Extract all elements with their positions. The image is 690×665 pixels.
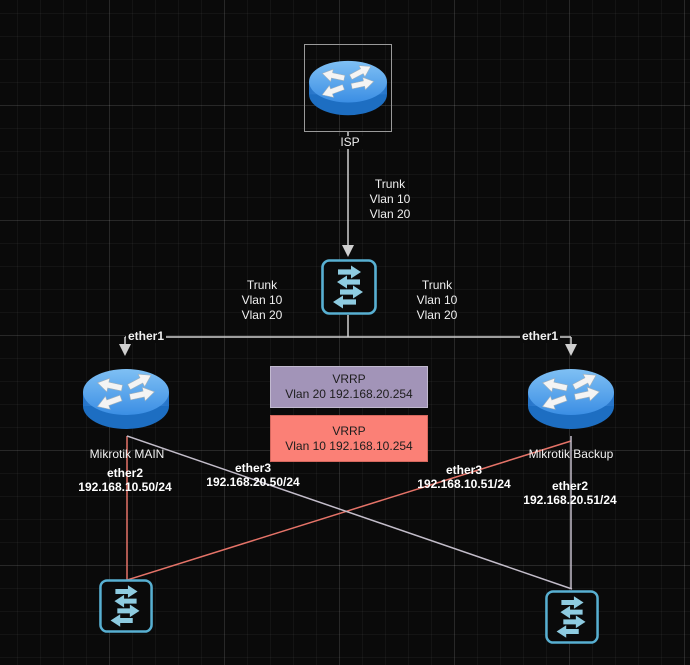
edge-main-ether3-vlan20[interactable] <box>126 435 573 590</box>
trunk-label-left: Trunk Vlan 10 Vlan 20 <box>227 278 297 323</box>
vrrp-vlan20-box[interactable]: VRRP Vlan 20 192.168.20.254 <box>270 366 428 408</box>
port-ip: 192.168.20.51/24 <box>523 493 617 507</box>
edge-core-routers-trunk[interactable] <box>124 315 572 344</box>
edge-backup-ether3-vlan10[interactable] <box>126 440 572 581</box>
port-ip: 192.168.20.50/24 <box>206 475 300 489</box>
port-label-main-ether2: ether2 192.168.10.50/24 <box>45 466 205 494</box>
arrowhead-core-main <box>119 344 131 356</box>
port-label-main-ether3: ether3 192.168.20.50/24 <box>173 461 333 489</box>
label-line: Vlan 20 <box>416 308 458 322</box>
switch-icon <box>99 579 153 633</box>
router-backup-label: Mikrotik Backup <box>528 447 614 461</box>
port-name: ether3 <box>445 463 483 477</box>
label-line: Vlan 10 <box>416 293 458 307</box>
vrrp-vlan10-box[interactable]: VRRP Vlan 10 192.168.10.254 <box>270 415 428 462</box>
router-main-label: Mikrotik MAIN <box>89 447 165 461</box>
port-label-backup-ether2: ether2 192.168.20.51/24 <box>490 479 650 507</box>
port-name: ether2 <box>106 466 144 480</box>
switch-icon <box>545 590 599 644</box>
arrowhead-core-backup <box>565 344 577 356</box>
port-ip: 192.168.10.50/24 <box>78 480 172 494</box>
label-line: Trunk <box>246 278 278 292</box>
vrrp-vlan10-title: VRRP <box>332 423 366 438</box>
isp-node[interactable] <box>304 44 392 132</box>
trunk-label-right: Trunk Vlan 10 Vlan 20 <box>402 278 472 323</box>
access-switch-right-node[interactable] <box>545 590 599 644</box>
trunk-label-top: Trunk Vlan 10 Vlan 20 <box>355 177 425 222</box>
access-switch-left-node[interactable] <box>99 579 153 633</box>
isp-label: ISP <box>330 136 370 149</box>
ether1-label-right: ether1 <box>520 329 561 343</box>
switch-icon <box>321 259 377 315</box>
label-line: Trunk <box>374 177 406 191</box>
vrrp-vlan10-address: Vlan 10 192.168.10.254 <box>285 438 413 453</box>
vrrp-vlan20-address: Vlan 20 192.168.20.254 <box>285 387 413 401</box>
label-line: Trunk <box>421 278 453 292</box>
port-name: ether2 <box>551 479 589 493</box>
core-switch-node[interactable] <box>321 259 377 315</box>
label-line: Vlan 10 <box>369 192 411 206</box>
vrrp-vlan20-title: VRRP <box>332 372 366 386</box>
label-line: Vlan 20 <box>241 308 283 322</box>
label-line: Vlan 10 <box>241 293 283 307</box>
router-icon <box>82 367 170 431</box>
router-backup-node[interactable] <box>527 367 615 431</box>
router-icon <box>308 59 388 117</box>
router-icon <box>527 367 615 431</box>
port-name: ether3 <box>234 461 272 475</box>
arrowhead-isp-core <box>342 245 354 257</box>
port-label-backup-ether3: ether3 192.168.10.51/24 <box>384 463 544 491</box>
port-ip: 192.168.10.51/24 <box>417 477 511 491</box>
label-line: Vlan 20 <box>369 207 411 221</box>
ether1-label-left: ether1 <box>126 329 167 343</box>
router-main-node[interactable] <box>82 367 170 431</box>
